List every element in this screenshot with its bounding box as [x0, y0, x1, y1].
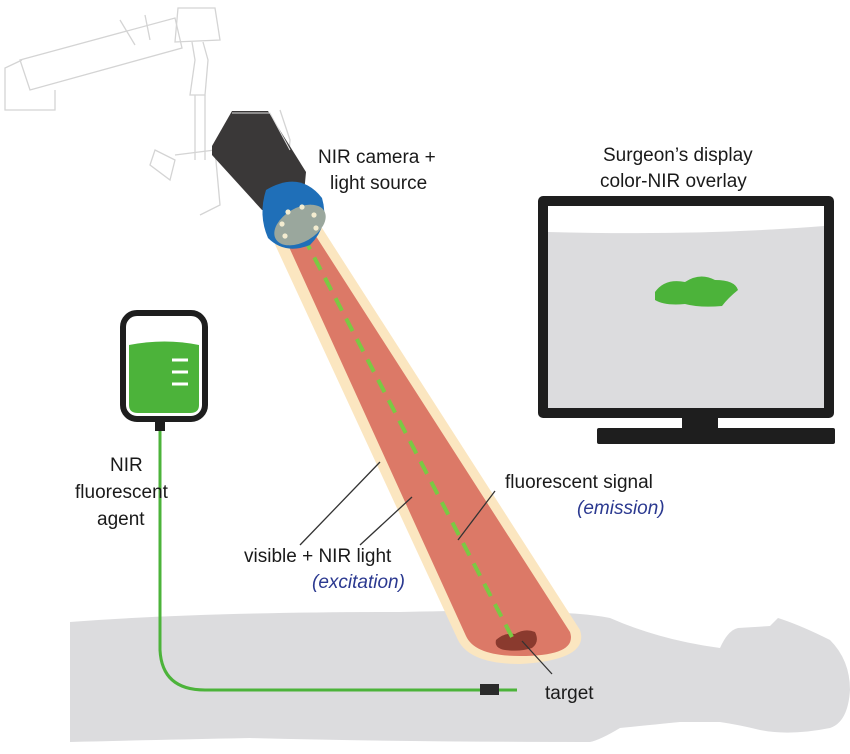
light-beam: [284, 230, 571, 656]
surgical-arm-sketch: [4, 7, 291, 216]
agent-label-line2: fluorescent: [75, 482, 169, 503]
nir-camera: [212, 111, 326, 249]
emission-label: fluorescent signal: [505, 472, 653, 493]
camera-label-line2: light source: [330, 173, 427, 194]
display-label-line2: color-NIR overlay: [600, 171, 747, 192]
leader-lines: [299, 461, 553, 675]
iv-tube: [158, 431, 482, 692]
camera-label-line1: NIR camera +: [318, 147, 436, 168]
needle-connector: [480, 684, 499, 695]
target-label: target: [545, 683, 594, 704]
excitation-label: visible + NIR light: [244, 546, 392, 567]
patient-body: [70, 610, 850, 742]
excitation-annotation: (excitation): [312, 572, 405, 593]
nir-overlay-spot: [655, 276, 738, 307]
agent-label-line3: agent: [97, 509, 145, 530]
emission-signal-path: [298, 229, 514, 638]
agent-label-line1: NIR: [110, 455, 143, 476]
display-label-line1: Surgeon’s display: [603, 145, 753, 166]
iv-bag: [120, 310, 208, 431]
surgeon-display: [538, 196, 835, 444]
emission-annotation: (emission): [577, 498, 665, 519]
